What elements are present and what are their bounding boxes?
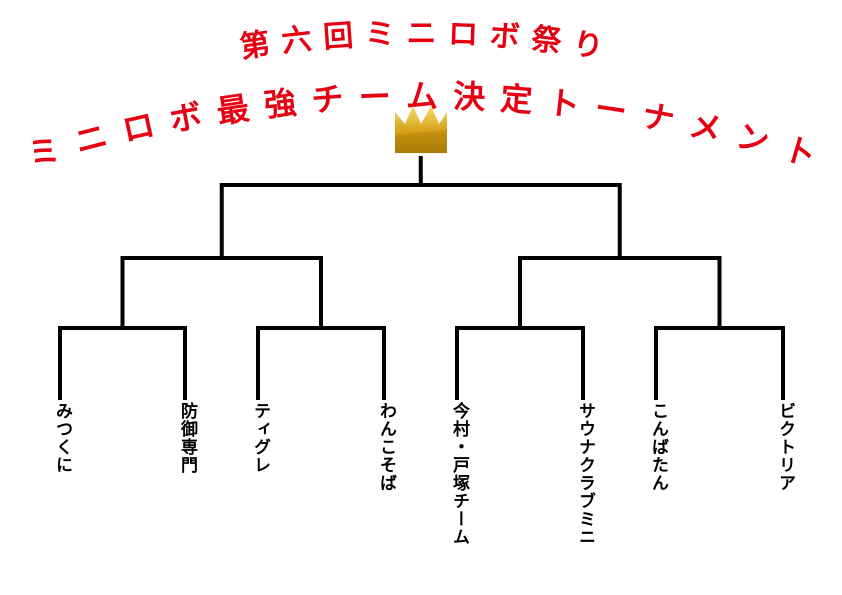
title-char: ニ	[407, 17, 437, 52]
title-char: ミ	[364, 17, 395, 53]
title-char: 祭	[530, 22, 565, 60]
bracket-lines	[58, 156, 785, 400]
title-char: 決	[453, 77, 486, 116]
team-name: ビクトリア	[775, 402, 795, 492]
team-name: こんばたん	[648, 402, 668, 492]
title-char: 第	[238, 27, 273, 66]
title-char: 六	[280, 22, 314, 60]
team-name: 防御専門	[177, 402, 197, 474]
title-char: 強	[262, 83, 298, 124]
title-char: 最	[214, 89, 251, 131]
team-name: 今村・戸塚チーム	[449, 402, 469, 546]
match-bracket-semifinal	[120, 256, 323, 330]
title-line-2: ミニロボ最強チーム決定トーナメント	[23, 77, 820, 175]
title-char: ボ	[489, 18, 521, 55]
match-bracket-final	[219, 183, 622, 260]
match-bracket-round-1	[256, 326, 386, 400]
title-char: ボ	[167, 96, 205, 139]
team-name: わんこそば	[376, 402, 396, 492]
crown-icon	[395, 106, 447, 153]
title-char: チ	[310, 79, 345, 119]
tournament-title: 第六回ミニロボ祭りミニロボ最強チーム決定トーナメント	[23, 17, 820, 175]
match-bracket-round-1	[58, 326, 187, 400]
team-name: ティグレ	[250, 402, 270, 474]
match-bracket-round-1	[654, 326, 785, 400]
title-char: ム	[406, 77, 438, 115]
title-char: ナ	[639, 96, 677, 139]
title-char: り	[571, 27, 606, 66]
title-char: ー	[358, 77, 391, 116]
team-name: みつくに	[52, 402, 72, 474]
match-bracket-semifinal	[518, 256, 722, 330]
team-name: サウナクラブミニ	[575, 402, 595, 546]
title-line-1: 第六回ミニロボ祭り	[238, 17, 606, 66]
title-char: 定	[499, 79, 534, 119]
match-bracket-round-1	[455, 326, 585, 400]
title-char: 回	[322, 18, 354, 55]
title-char: ー	[592, 89, 629, 131]
title-char: ト	[546, 83, 582, 124]
title-char: ロ	[448, 17, 479, 53]
